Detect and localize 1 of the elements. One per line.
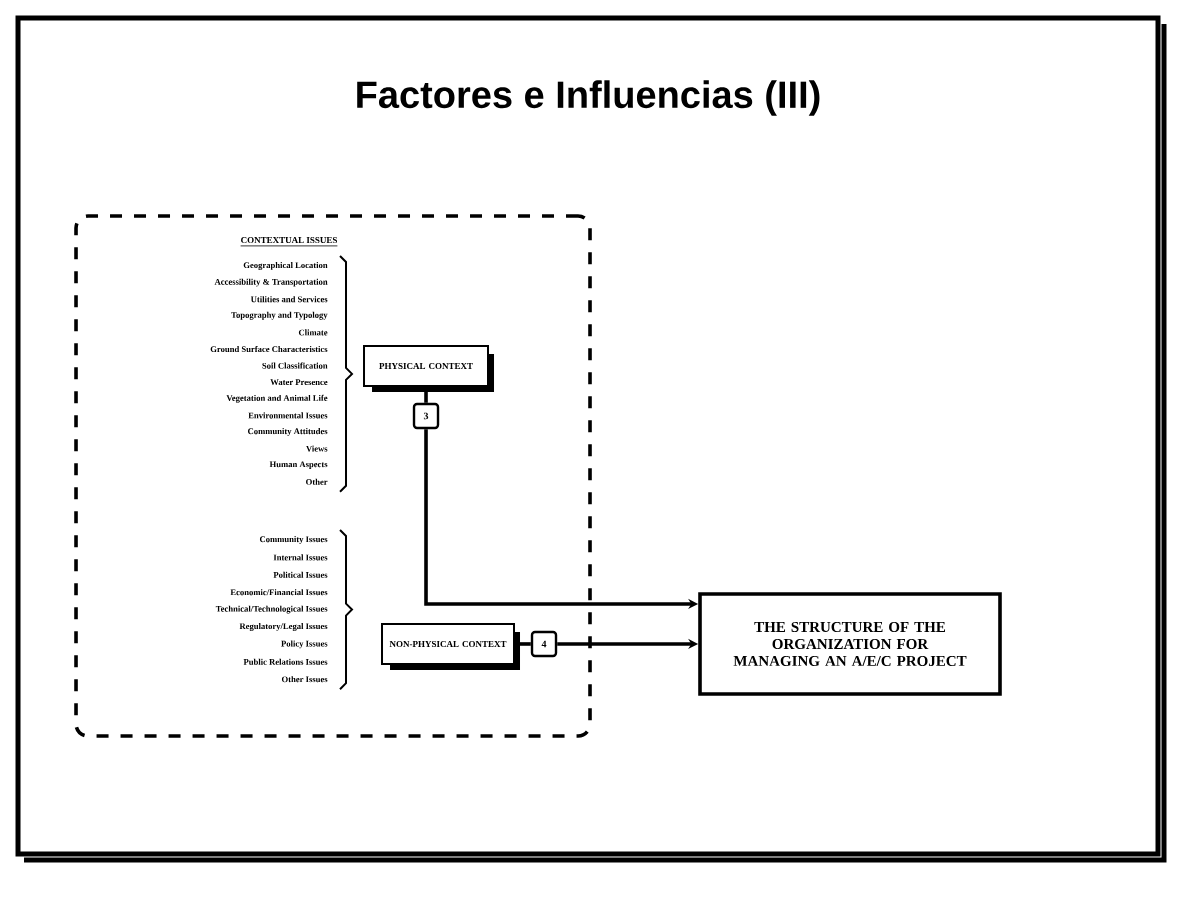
title: Factores e Influencias (III) <box>357 80 820 116</box>
